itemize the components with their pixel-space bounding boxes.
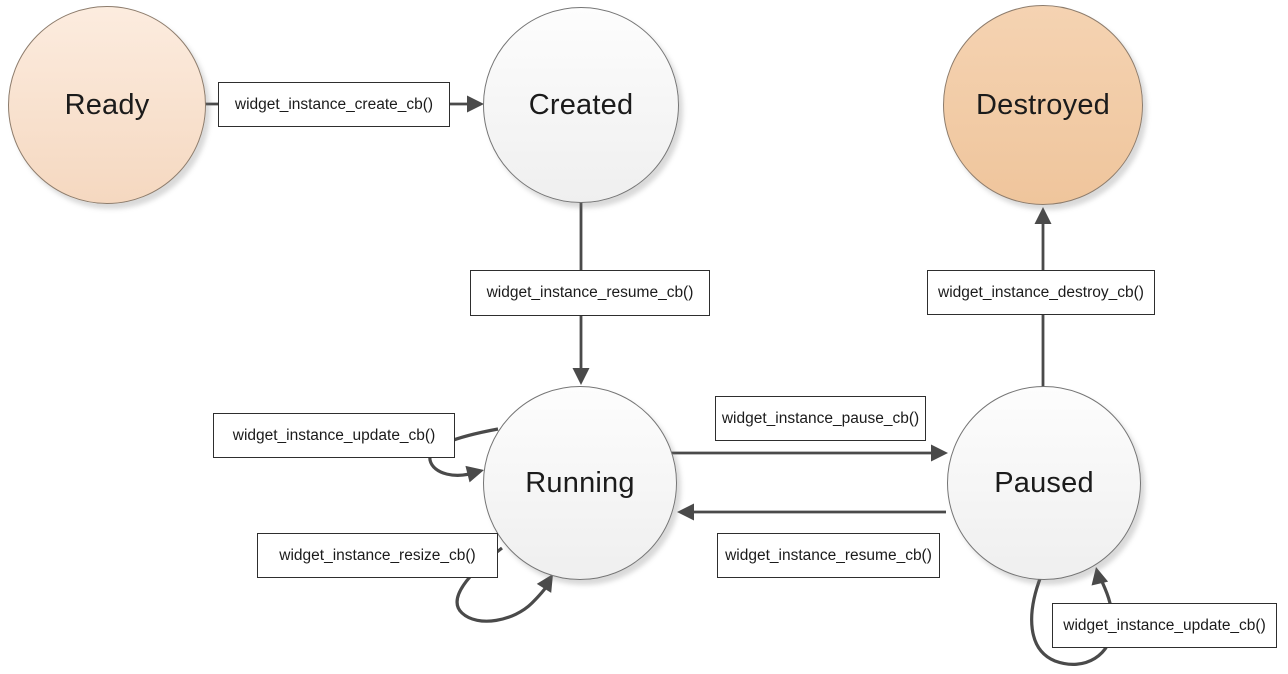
- state-node-created: Created: [483, 7, 679, 203]
- transition-label-destroy: widget_instance_destroy_cb(): [927, 270, 1155, 315]
- state-label-created: Created: [528, 88, 634, 121]
- state-label-paused: Paused: [994, 466, 1094, 499]
- selfloop-paused-update: [1030, 572, 1115, 666]
- arrowhead-into-paused: [931, 444, 948, 462]
- state-label-ready: Ready: [64, 88, 150, 121]
- arrowhead-into-running-top: [572, 368, 590, 385]
- transition-label-resize: widget_instance_resize_cb(): [257, 533, 498, 578]
- transition-label-create: widget_instance_create_cb(): [218, 82, 450, 127]
- transition-label-pause: widget_instance_pause_cb(): [715, 396, 926, 441]
- transition-label-update-running: widget_instance_update_cb(): [213, 413, 455, 458]
- arrowhead-into-created: [467, 95, 484, 113]
- arrowhead-selfloop-running-update: [465, 465, 484, 483]
- state-node-destroyed: Destroyed: [943, 5, 1143, 205]
- selfloop-running-update: [428, 427, 499, 477]
- transition-label-resume-paused: widget_instance_resume_cb(): [717, 533, 940, 578]
- arrowhead-into-destroyed: [1034, 207, 1052, 224]
- state-node-ready: Ready: [8, 6, 206, 204]
- transition-label-resume-created: widget_instance_resume_cb(): [470, 270, 710, 316]
- arrowhead-selfloop-running-resize: [536, 574, 553, 593]
- arrowhead-into-running-right: [677, 503, 694, 521]
- state-label-destroyed: Destroyed: [976, 88, 1110, 121]
- selfloop-running-resize: [455, 546, 553, 623]
- transition-label-update-paused: widget_instance_update_cb(): [1052, 603, 1277, 648]
- arrowhead-selfloop-paused-update: [1091, 567, 1109, 586]
- state-label-running: Running: [525, 466, 635, 499]
- state-node-paused: Paused: [947, 386, 1141, 580]
- state-node-running: Running: [483, 386, 677, 580]
